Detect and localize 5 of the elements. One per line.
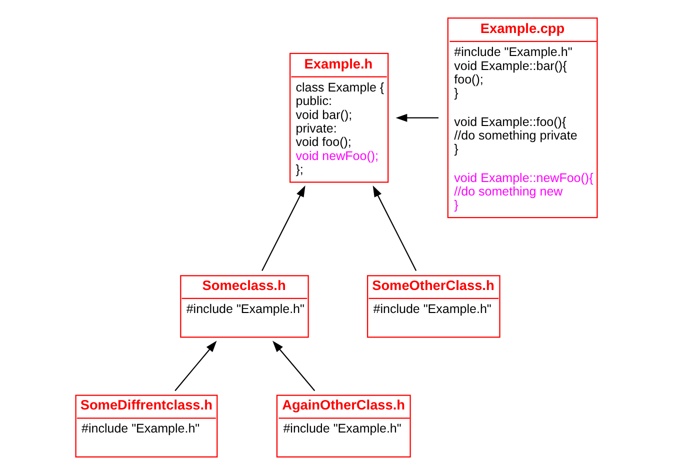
- arrow: [174, 340, 217, 391]
- arrow: [262, 184, 306, 270]
- arrow: [272, 340, 316, 391]
- arrow: [396, 113, 439, 122]
- arrow: [372, 184, 417, 270]
